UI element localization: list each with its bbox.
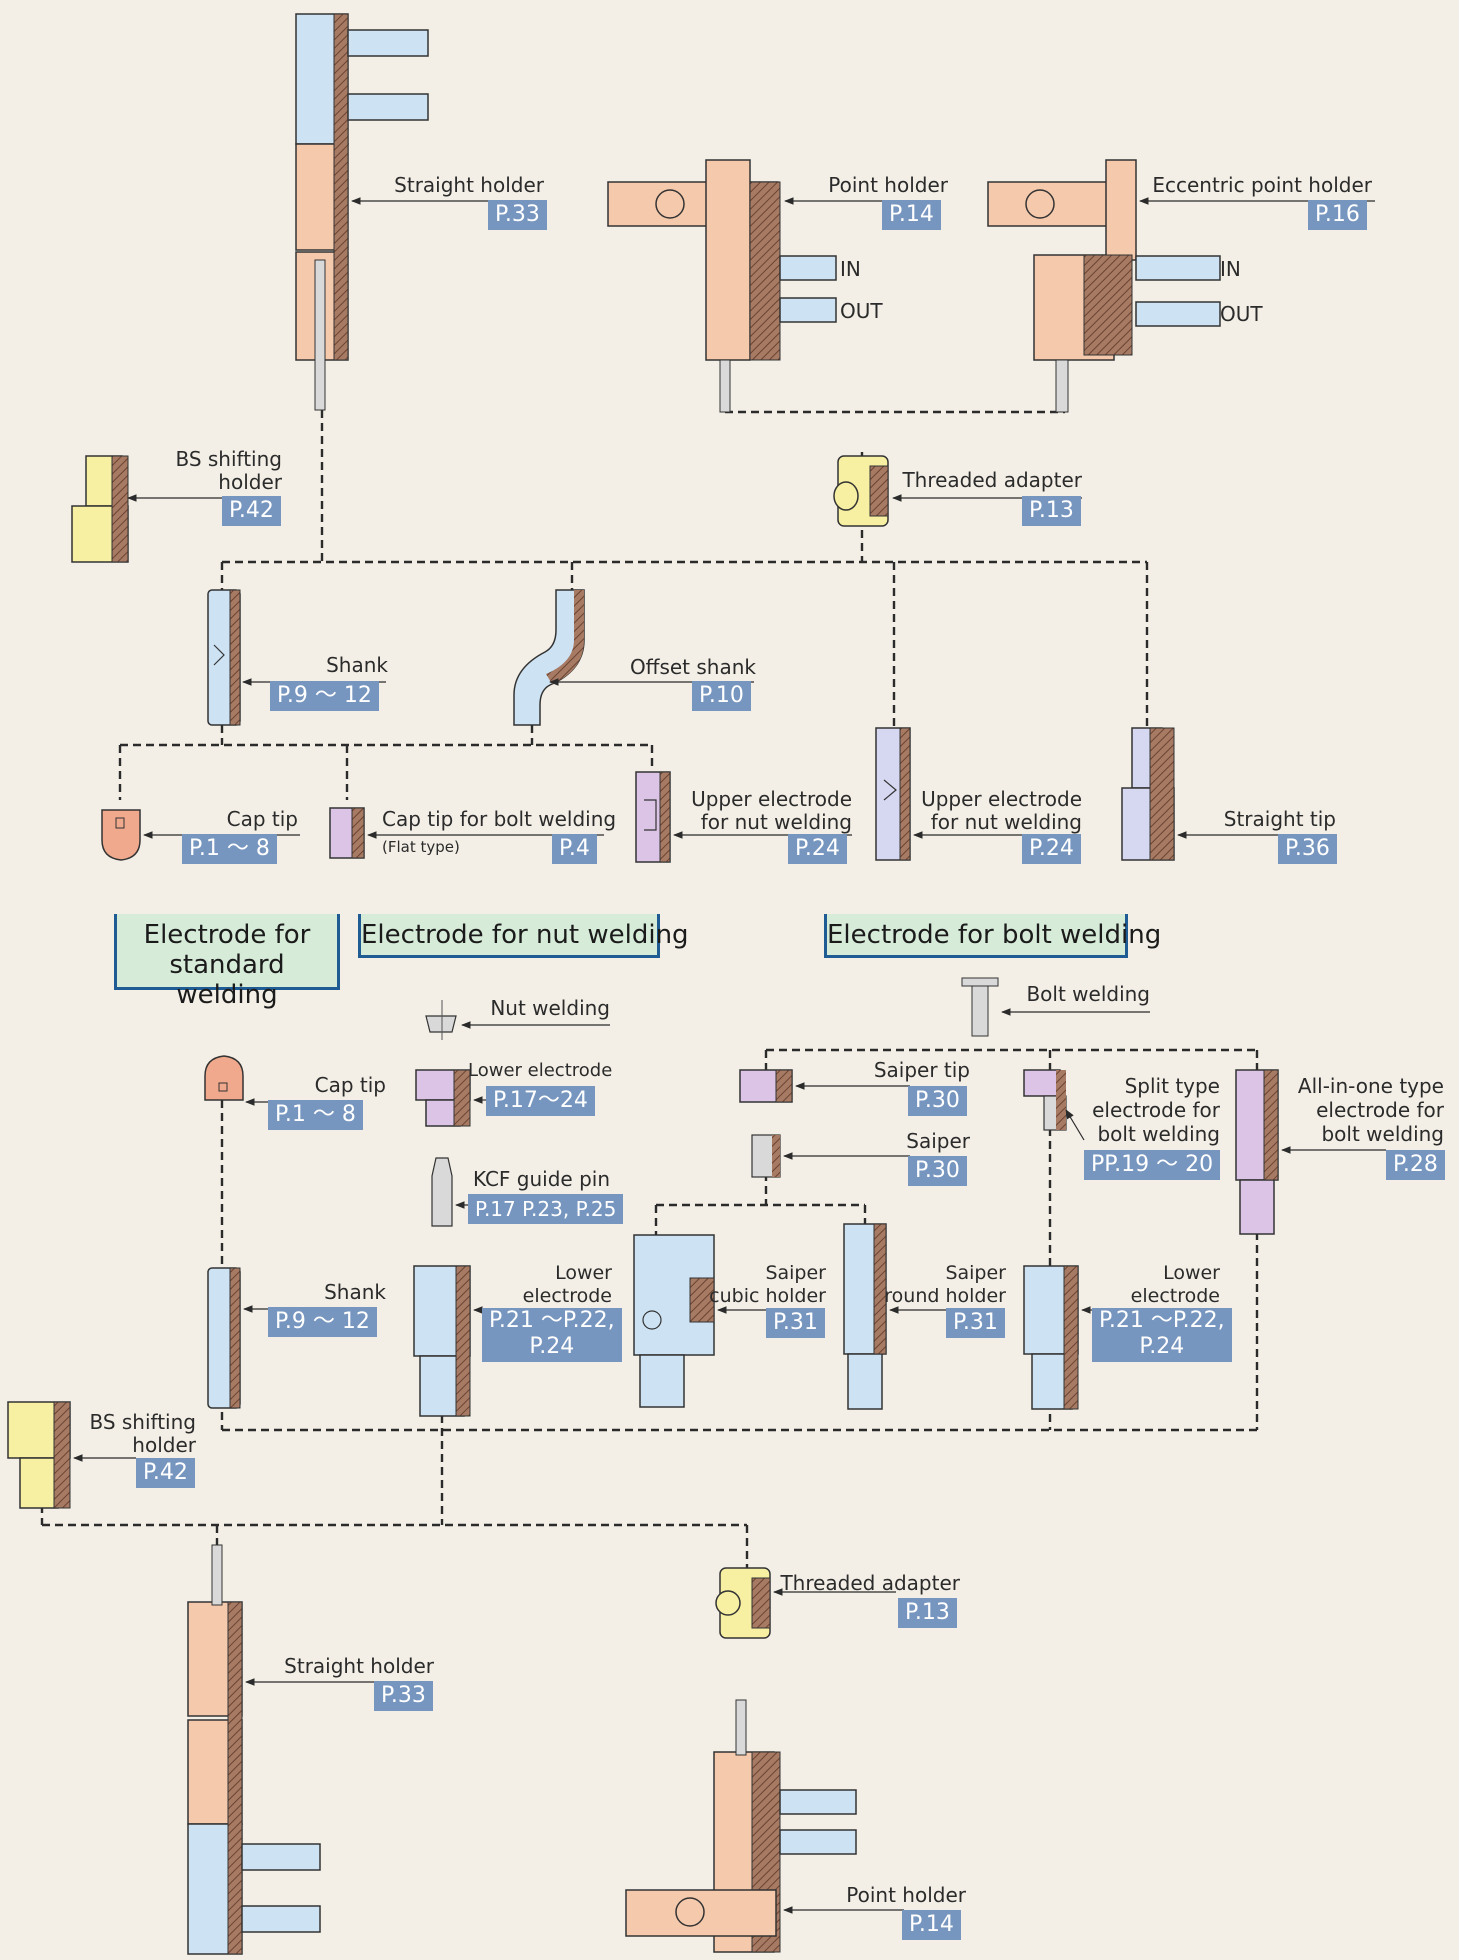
threaded-adapter-top-page[interactable]: P.13 <box>1022 496 1081 526</box>
bs-shifting-holder-bottom-part <box>7 1401 71 1509</box>
bs-shifting-holder-top-label: BS shifting holder <box>175 447 282 494</box>
bs-shifting-holder-bottom-label: BS shifting holder <box>89 1410 196 1457</box>
offset-shank-top-part <box>513 589 585 726</box>
eccentric-point-holder-page[interactable]: P.16 <box>1308 200 1367 230</box>
upper-electrode-nut-2-label: Upper electrode for nut welding <box>921 787 1082 834</box>
threaded-adapter-top-label: Threaded adapter <box>902 468 1082 492</box>
shank-bottom-part <box>207 1267 241 1409</box>
all-in-one-label: All-in-one type electrode for bolt weldi… <box>1297 1074 1444 1146</box>
lower-electrode-holder-1-page[interactable]: P.21 ～P.22, P.24 <box>482 1308 622 1362</box>
lower-electrode-holder-2-label: Lower electrode holder <box>1130 1262 1220 1330</box>
lower-electrode-holder-2-part <box>1023 1265 1079 1410</box>
eccentric-out-label: OUT <box>1220 302 1263 326</box>
split-type-electrode-part <box>1023 1069 1067 1131</box>
saiper-label: Saiper <box>906 1129 970 1153</box>
saiper-tip-part <box>739 1069 793 1103</box>
saiper-round-holder-part <box>843 1223 887 1410</box>
lower-electrode-part <box>415 1069 471 1127</box>
nut-welding-label: Nut welding <box>490 996 610 1020</box>
split-type-label: Split type electrode for bolt welding <box>1092 1074 1220 1146</box>
saiper-page[interactable]: P.30 <box>908 1156 967 1186</box>
category-bolt-welding: Electrode for bolt welding <box>824 914 1161 958</box>
shank-top-part <box>207 589 241 726</box>
cap-tip-top-part <box>101 809 141 861</box>
bs-shifting-holder-top-part <box>71 455 129 563</box>
saiper-cubic-holder-page[interactable]: P.31 <box>766 1308 825 1338</box>
straight-holder-bottom-part <box>187 1544 321 1955</box>
point-holder-top-page[interactable]: P.14 <box>882 200 941 230</box>
straight-holder-bottom-page[interactable]: P.33 <box>374 1681 433 1711</box>
cap-tip-bolt-note: (Flat type) <box>382 838 460 856</box>
upper-electrode-nut-1-label: Upper electrode for nut welding <box>691 787 852 834</box>
point-holder-top-part <box>607 159 837 413</box>
cap-tip-bolt-label: Cap tip for bolt welding <box>382 807 617 831</box>
straight-tip-page[interactable]: P.36 <box>1278 834 1337 864</box>
upper-electrode-nut-1-part <box>635 771 671 863</box>
cap-tip-bottom-page[interactable]: P.1 ～ 8 <box>268 1100 363 1130</box>
shank-bottom-page[interactable]: P.9 ～ 12 <box>268 1307 377 1337</box>
point-holder-bottom-label: Point holder <box>846 1883 966 1907</box>
threaded-adapter-top-part <box>833 455 889 527</box>
upper-electrode-nut-1-page[interactable]: P.24 <box>788 834 847 864</box>
cap-tip-bolt-top-part <box>329 807 365 859</box>
straight-tip-top-part <box>1121 727 1175 861</box>
bs-shifting-holder-bottom-page[interactable]: P.42 <box>136 1458 195 1488</box>
straight-tip-label: Straight tip <box>1223 807 1336 831</box>
point-holder-bottom-part <box>625 1699 857 1953</box>
saiper-round-holder-page[interactable]: P.31 <box>946 1308 1005 1338</box>
shank-top-page[interactable]: P.9 ～ 12 <box>270 681 379 711</box>
eccentric-point-holder-part <box>987 159 1221 413</box>
straight-holder-top-part <box>295 13 429 411</box>
lower-electrode-page[interactable]: P.17～24 <box>486 1086 595 1116</box>
offset-shank-page[interactable]: P.10 <box>692 681 751 711</box>
cap-tip-bottom-part <box>204 1055 244 1101</box>
point-holder-bottom-page[interactable]: P.14 <box>902 1910 961 1940</box>
threaded-adapter-bottom-label: Threaded adapter <box>780 1571 960 1595</box>
all-in-one-page[interactable]: P.28 <box>1386 1150 1445 1180</box>
category-nut-welding: Electrode for nut welding <box>358 914 689 958</box>
bs-shifting-holder-top-page[interactable]: P.42 <box>222 496 281 526</box>
point-holder-out-label: OUT <box>840 299 883 323</box>
straight-holder-top-page[interactable]: P.33 <box>488 200 547 230</box>
lower-electrode-holder-2-page[interactable]: P.21 ～P.22, P.24 <box>1092 1308 1232 1362</box>
saiper-tip-page[interactable]: P.30 <box>908 1086 967 1116</box>
point-holder-in-label: IN <box>840 257 861 281</box>
kcf-guide-pin-part <box>431 1157 453 1227</box>
cap-tip-bolt-page[interactable]: P.4 <box>552 834 597 864</box>
split-type-page[interactable]: PP.19 ～ 20 <box>1084 1150 1221 1180</box>
saiper-part <box>751 1134 781 1178</box>
all-in-one-electrode-part <box>1235 1069 1279 1235</box>
saiper-cubic-holder-part <box>633 1234 715 1408</box>
bolt-welding-part <box>961 977 999 1037</box>
bolt-welding-label: Bolt welding <box>1026 982 1150 1006</box>
eccentric-in-label: IN <box>1220 257 1241 281</box>
upper-electrode-nut-2-part <box>875 727 911 861</box>
kcf-guide-pin-page[interactable]: P.17 P.23, P.25 <box>468 1194 624 1224</box>
cap-tip-top-page[interactable]: P.1 ～ 8 <box>182 834 277 864</box>
shank-top-label: Shank <box>326 653 388 677</box>
saiper-round-holder-label: Saiper round holder <box>884 1262 1006 1307</box>
offset-shank-label: Offset shank <box>629 655 756 679</box>
point-holder-top-label: Point holder <box>828 173 948 197</box>
eccentric-point-holder-label: Eccentric point holder <box>1152 173 1372 197</box>
threaded-adapter-bottom-page[interactable]: P.13 <box>898 1598 957 1628</box>
nut-welding-part <box>425 1000 457 1040</box>
straight-holder-bottom-label: Straight holder <box>284 1654 434 1678</box>
upper-electrode-nut-2-page[interactable]: P.24 <box>1022 834 1081 864</box>
shank-bottom-label: Shank <box>324 1280 386 1304</box>
lower-electrode-holder-1-part <box>413 1265 471 1417</box>
saiper-tip-label: Saiper tip <box>873 1058 970 1082</box>
kcf-guide-pin-label: KCF guide pin <box>472 1167 610 1191</box>
saiper-cubic-holder-label: Saiper cubic holder <box>709 1262 826 1307</box>
threaded-adapter-bottom-part <box>715 1567 771 1639</box>
cap-tip-bottom-label: Cap tip <box>314 1073 386 1097</box>
category-standard-welding: Electrode for standard welding <box>114 914 340 1010</box>
lower-electrode-label: Lower electrode <box>468 1060 613 1081</box>
straight-holder-top-label: Straight holder <box>394 173 544 197</box>
cap-tip-top-label: Cap tip <box>226 807 298 831</box>
